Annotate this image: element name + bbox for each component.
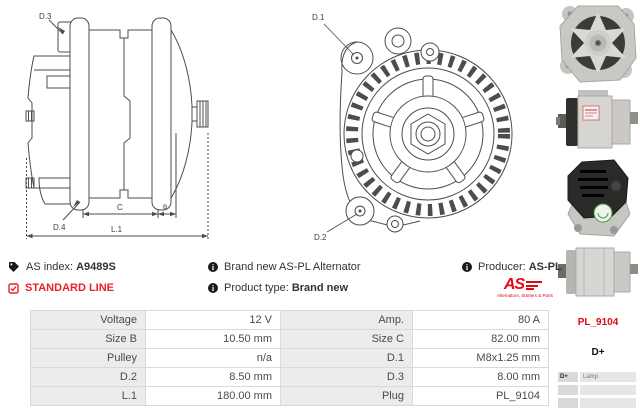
table-row: Voltage 12 V Amp. 80 A: [30, 310, 549, 330]
producer-value: AS-PL: [528, 261, 562, 273]
as-index-row: AS index:A9489S: [8, 261, 116, 273]
spec-label: Amp.: [280, 310, 413, 330]
spec-label: Size B: [30, 329, 146, 349]
standard-line-label: STANDARD LINE: [25, 282, 115, 294]
aspl-logo-subtext: Alternators, Starters & Parts: [497, 293, 554, 298]
dim-label-c: C: [117, 203, 123, 212]
spec-value: 82.00 mm: [412, 329, 549, 349]
producer-row: i Producer:AS-PL: [462, 261, 562, 273]
plug-code-label: PL_9104: [577, 317, 619, 328]
table-row: Pulley n/a D.1 M8x1.25 mm: [30, 348, 549, 368]
dim-label-d1: D.1: [312, 13, 325, 22]
spec-label: L.1: [30, 386, 146, 406]
info-icon: i: [208, 262, 218, 272]
as-index-value: A9489S: [76, 261, 116, 273]
table-row: L.1 180.00 mm Plug PL_9104: [30, 386, 549, 406]
plug-pinout-legend: D+ Lamp: [558, 372, 636, 411]
brand-new-row: i Brand new AS-PL Alternator: [208, 261, 361, 273]
legend-desc-cell: [580, 385, 636, 395]
spec-label: D.1: [280, 348, 413, 368]
spec-label: Size C: [280, 329, 413, 349]
spec-label: D.2: [30, 367, 146, 387]
as-index-label: AS index:: [26, 261, 74, 273]
technical-drawing-front-view: D.1 D.2: [300, 6, 520, 246]
product-type-row: i Product type:Brand new: [208, 282, 348, 294]
spec-value: 10.50 mm: [145, 329, 281, 349]
specifications-table: Voltage 12 V Amp. 80 A Size B 10.50 mm S…: [30, 310, 549, 406]
legend-row: [558, 398, 636, 408]
table-row: D.2 8.50 mm D.3 8.00 mm: [30, 367, 549, 387]
spec-value: 80 A: [412, 310, 549, 330]
table-row: Size B 10.50 mm Size C 82.00 mm: [30, 329, 549, 349]
info-icon: i: [462, 262, 472, 272]
legend-pin-cell: D+: [558, 372, 578, 382]
spec-value: 180.00 mm: [145, 386, 281, 406]
info-icon: i: [208, 283, 218, 293]
tag-icon: [8, 261, 20, 273]
spec-value: PL_9104: [412, 386, 549, 406]
dim-label-d3: D.3: [39, 12, 52, 21]
product-photo-front[interactable]: [556, 0, 640, 86]
spec-label: Plug: [280, 386, 413, 406]
product-type-label: Product type:: [224, 282, 289, 294]
spec-value: 8.00 mm: [412, 367, 549, 387]
dim-label-b: B: [163, 204, 167, 211]
standard-line-row: STANDARD LINE: [8, 282, 114, 294]
product-photo-side[interactable]: [556, 88, 640, 154]
spec-value: 8.50 mm: [145, 367, 281, 387]
checkbox-checked-icon: [8, 282, 19, 294]
legend-row: D+ Lamp: [558, 372, 636, 382]
legend-desc-cell: Lamp: [580, 372, 636, 382]
legend-pin-cell: [558, 385, 578, 395]
spec-label: Voltage: [30, 310, 146, 330]
legend-row: [558, 385, 636, 395]
product-photo-side-2[interactable]: [556, 244, 640, 302]
dim-label-l1: L.1: [111, 225, 123, 234]
product-photo-gallery: [556, 0, 640, 304]
legend-pin-cell: [558, 398, 578, 408]
spec-label: Pulley: [30, 348, 146, 368]
product-photo-rear[interactable]: [556, 156, 640, 242]
dim-label-d2: D.2: [314, 233, 327, 242]
aspl-logo-stripes: [526, 281, 543, 290]
spec-value: n/a: [145, 348, 281, 368]
technical-drawing-side-view: D.3 D.4 C B L.1: [25, 8, 230, 243]
spec-value: 12 V: [145, 310, 281, 330]
spec-value: M8x1.25 mm: [412, 348, 549, 368]
aspl-brand-logo: AS Alternators, Starters & Parts: [497, 276, 554, 299]
legend-desc-cell: [580, 398, 636, 408]
plug-terminal-label: D+: [591, 347, 605, 358]
brand-new-text: Brand new AS-PL Alternator: [224, 261, 361, 273]
product-type-value: Brand new: [291, 282, 349, 294]
aspl-logo-text: AS: [503, 276, 525, 293]
dim-label-d4: D.4: [53, 223, 66, 232]
producer-label: Producer:: [478, 261, 526, 273]
spec-label: D.3: [280, 367, 413, 387]
